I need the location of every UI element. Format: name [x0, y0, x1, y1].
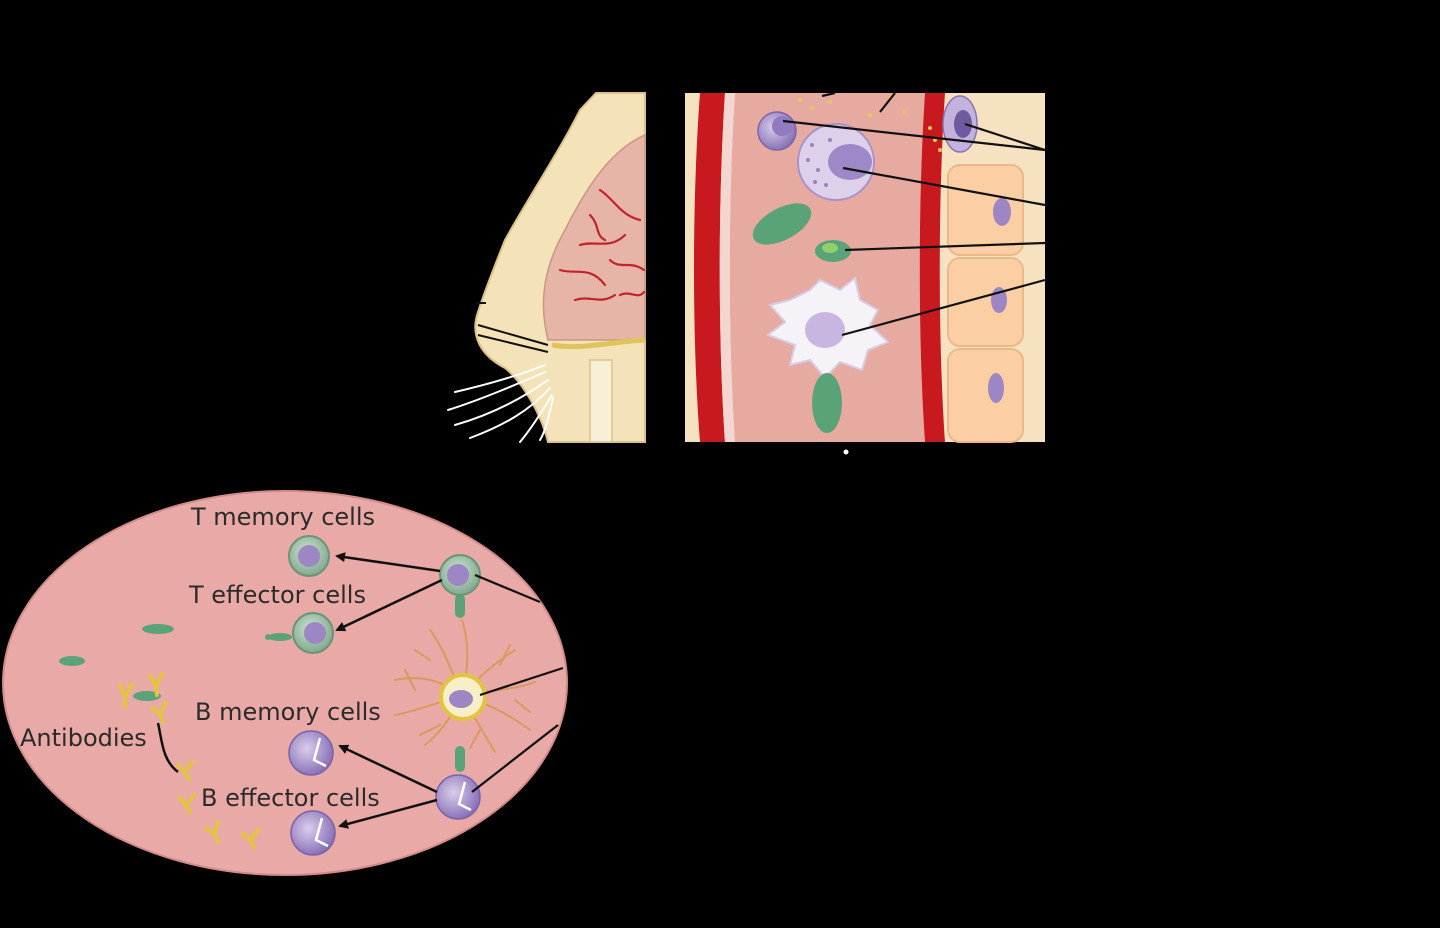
platelet: [815, 240, 851, 262]
dc-b-link: [455, 746, 465, 772]
epithelial-cells: [947, 164, 1024, 443]
nasal-capillaries: [558, 188, 646, 302]
t-memory-label: T memory cells: [191, 503, 375, 531]
t-effector-label: T effector cells: [189, 581, 366, 609]
small-lymphocyte: [757, 111, 797, 151]
vessel-lumen: [729, 93, 925, 442]
b-effector-cell: [290, 810, 336, 856]
cytokine-dots: [798, 96, 942, 152]
vessel-wall-left: [719, 93, 735, 442]
t-effector-cell: [265, 612, 334, 654]
red-blood-cell-1: [752, 203, 812, 245]
antibodies-bracket: [156, 722, 179, 773]
lip-bone: [589, 359, 613, 443]
dendritic-cell-body: [439, 673, 487, 721]
mucus-lining: [551, 337, 646, 350]
t-memory-cell: [288, 535, 330, 577]
red-blood-cell-2: [812, 373, 842, 433]
antibodies-label: Antibodies: [20, 724, 147, 752]
neutrophil-cell: [797, 123, 875, 201]
leader-lines-vessel: [782, 91, 1046, 337]
vessel-outer-left: [694, 93, 725, 442]
panel-marker-dot: [843, 449, 849, 455]
b-memory-label: B memory cells: [195, 698, 381, 726]
macrophage-cell: [765, 276, 890, 380]
differentiation-arrows: [335, 552, 443, 829]
nose-hairs: [447, 364, 554, 443]
b-memory-cell: [288, 730, 334, 776]
leader-lines-nose: [476, 302, 549, 353]
nasal-cavity: [542, 133, 646, 341]
t-cell-source: [439, 554, 481, 618]
vessel-outer-right: [919, 93, 945, 442]
lymph-node-oval: [2, 490, 568, 876]
leader-lines-oval: [471, 573, 564, 793]
b-effector-label: B effector cells: [201, 784, 380, 812]
tissue-monocyte: [942, 95, 978, 153]
vessel-panel: [685, 91, 1046, 455]
b-cell-source: [435, 774, 481, 820]
nose-section: [447, 92, 646, 443]
antigen-fragments: [59, 624, 174, 701]
antibody-molecules: [118, 672, 260, 850]
